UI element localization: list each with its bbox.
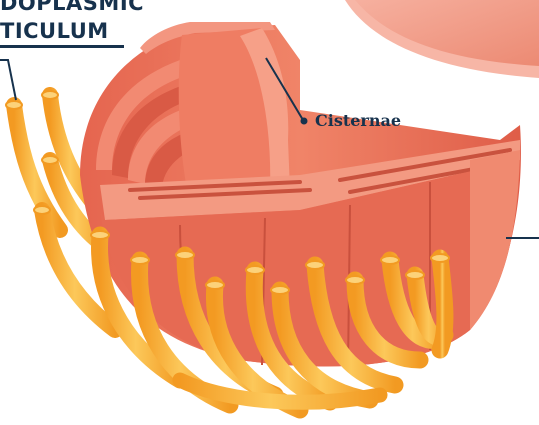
nucleus-edge (345, 0, 539, 78)
title-line-1: DOPLASMIC (0, 0, 144, 15)
title-underline (0, 45, 124, 48)
title-line-2: TICULUM (0, 19, 109, 43)
leader-dot-icon (301, 118, 308, 125)
cisternae-label: Cisternae (315, 111, 401, 130)
title-leader-line (0, 60, 16, 100)
